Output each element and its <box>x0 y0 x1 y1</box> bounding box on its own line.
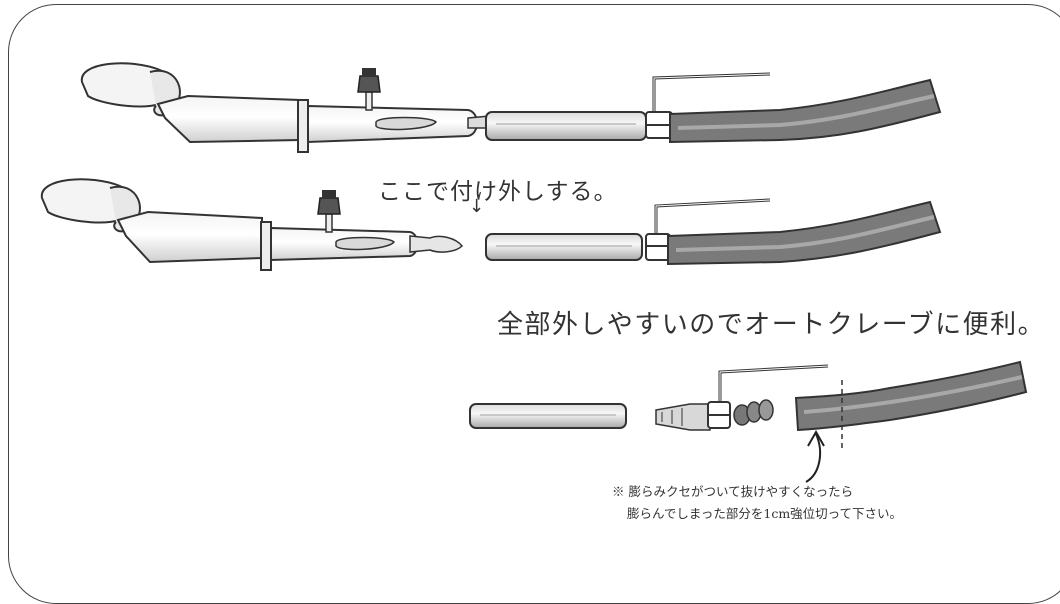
glass-tip <box>409 235 463 253</box>
stopcock-stem-2 <box>325 213 333 233</box>
glass-window <box>375 116 437 131</box>
glass-collar-2 <box>260 221 272 271</box>
glass-window-2 <box>335 236 395 251</box>
pointer-arrow <box>805 433 822 483</box>
pointer-arrowhead <box>807 429 825 447</box>
rubber-hose-2 <box>667 200 942 266</box>
stopcock-cap-2 <box>322 190 336 199</box>
silicone-sleeve-2 <box>485 233 643 261</box>
barbed-connector <box>733 399 774 426</box>
rubber-hose <box>669 78 942 144</box>
glass-collar <box>297 99 309 153</box>
down-arrow-icon: ↓ <box>469 196 485 217</box>
glass-body-2 <box>116 210 263 264</box>
glass-body <box>156 94 301 144</box>
detach-here-label: ここで付け外しする。 <box>378 179 618 205</box>
stopcock-cap <box>362 68 376 77</box>
stopcock-knob <box>357 75 381 93</box>
rubber-hose-3 <box>794 360 1028 432</box>
pipette-assembly-diagram <box>40 62 1028 483</box>
silicone-sleeve <box>485 111 647 141</box>
cut-note-line-1: ※ 膨らみクセがついて抜けやすくなったら <box>612 484 854 499</box>
hose-nozzle <box>655 403 711 431</box>
stopcock-stem <box>365 91 373 111</box>
silicone-sleeve-3 <box>469 403 627 429</box>
assembled-pipette <box>80 62 942 153</box>
cut-note-line-2: 膨らんでしまった部分を1cm強位切って下さい。 <box>627 506 903 521</box>
autoclave-convenience-label: 全部外しやすいのでオートクレーブに便利。 <box>497 310 1046 340</box>
hook-wire <box>652 72 771 116</box>
stopcock-knob-2 <box>317 197 341 215</box>
separated-pipette <box>40 178 942 271</box>
disassembled-parts <box>469 360 1028 483</box>
